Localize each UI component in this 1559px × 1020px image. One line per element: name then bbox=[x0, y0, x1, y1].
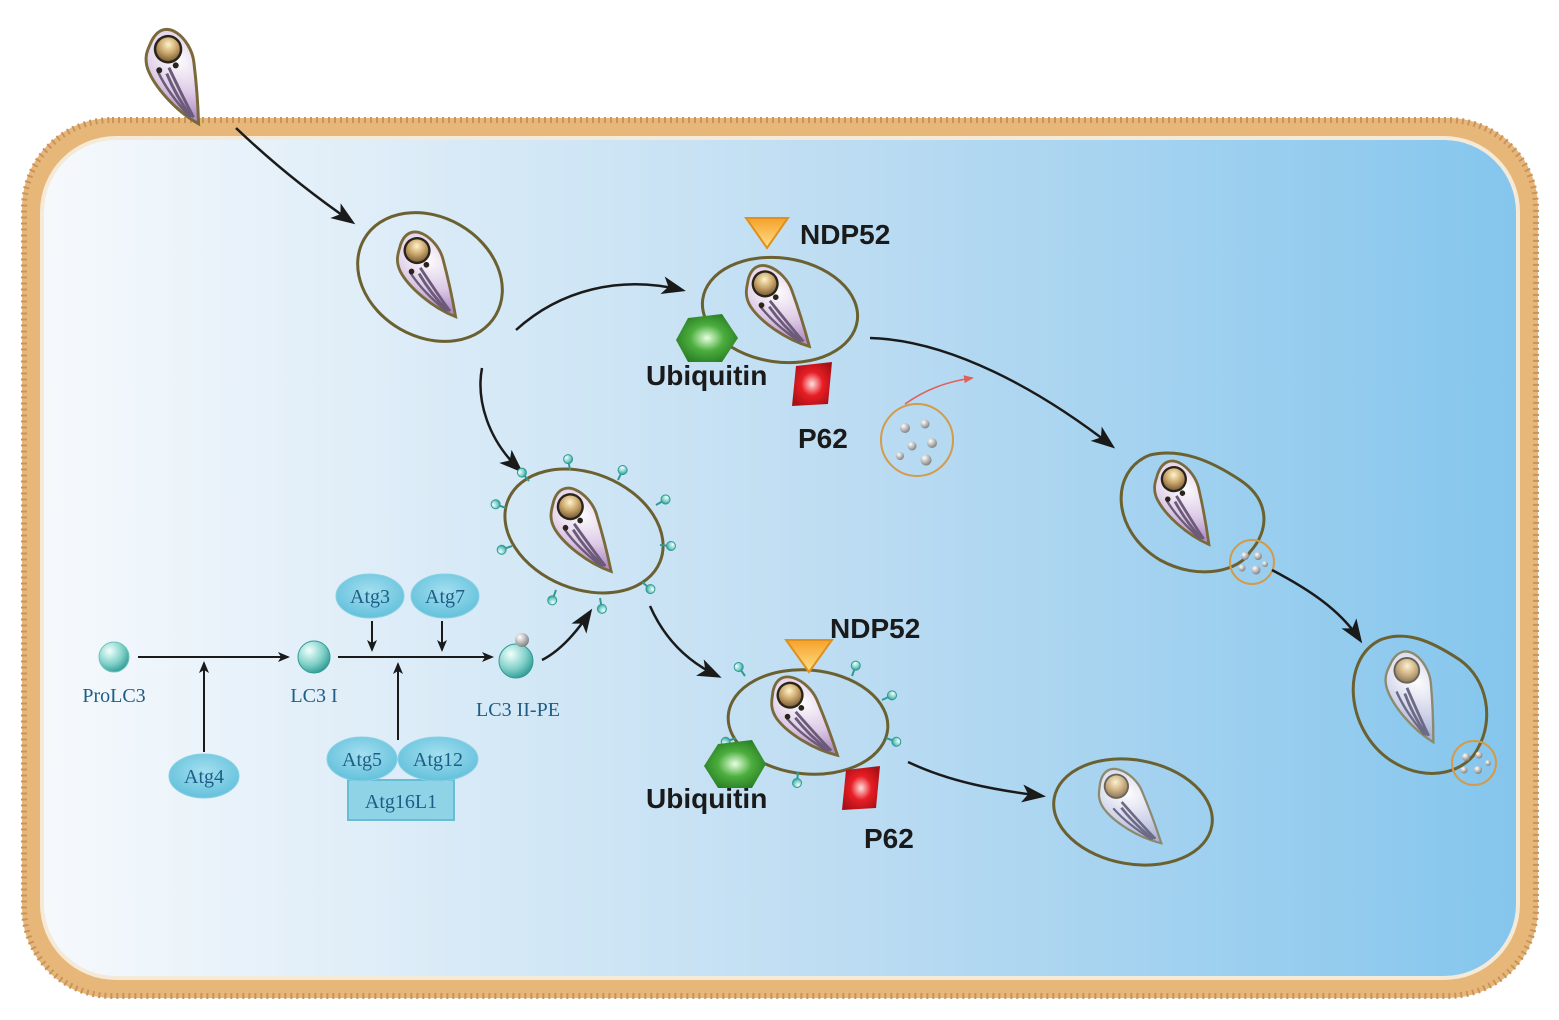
atg7-label: Atg7 bbox=[425, 586, 465, 608]
arrow-to-tagged-vacuole-lower bbox=[648, 605, 722, 678]
atg16l1-label: Atg16L1 bbox=[365, 791, 437, 813]
ndp52-label-upper: NDP52 bbox=[800, 219, 890, 250]
atg16l1-node bbox=[347, 779, 455, 821]
p62-label-lower: P62 bbox=[864, 823, 914, 854]
p62-marker-upper bbox=[792, 362, 832, 406]
atg7-node bbox=[410, 573, 480, 619]
atg3-node bbox=[335, 573, 405, 619]
lysosome bbox=[880, 403, 954, 477]
ubiquitin-label-lower: Ubiquitin bbox=[646, 783, 767, 814]
atg12-label: Atg12 bbox=[413, 749, 463, 771]
lc3ii-pe-label: LC3 II-PE bbox=[476, 699, 560, 721]
lc3ii-pe-node bbox=[498, 643, 534, 679]
p62-marker-lower bbox=[842, 766, 880, 810]
ndp52-marker-upper bbox=[744, 217, 790, 250]
atg3-label: Atg3 bbox=[350, 586, 390, 608]
atg5-node bbox=[326, 736, 398, 782]
tagged-vacuole-lower bbox=[718, 658, 904, 789]
parasitophorous-vacuole bbox=[356, 211, 504, 343]
ndp52-marker-lower bbox=[784, 639, 834, 674]
fusing-autolysosome bbox=[1119, 451, 1275, 585]
degraded-autolysosome bbox=[1351, 634, 1497, 786]
lc3ii-to-vacuole-arrow bbox=[541, 608, 593, 662]
lysosome-fusion-arrow bbox=[904, 375, 974, 405]
cleared-vacuole bbox=[1052, 757, 1214, 867]
ndp52-label-lower: NDP52 bbox=[830, 613, 920, 644]
p62-label-upper: P62 bbox=[798, 423, 848, 454]
ubiquitin-marker-lower bbox=[704, 740, 766, 788]
lc3-decorated-vacuole bbox=[488, 452, 677, 616]
arrow-to-degraded bbox=[1271, 568, 1363, 644]
atg4-label: Atg4 bbox=[184, 766, 224, 788]
pe-lipid-node bbox=[515, 633, 529, 647]
entering-parasite bbox=[126, 21, 236, 127]
atg4-node bbox=[168, 753, 240, 799]
lc3i-node bbox=[297, 640, 331, 674]
ubiquitin-label-upper: Ubiquitin bbox=[646, 360, 767, 391]
cytoplasm bbox=[44, 140, 1516, 976]
lc3-pathway: ProLC3 Atg4 LC3 I Atg3 Atg7 Atg16L1 Atg5… bbox=[82, 573, 593, 821]
arrow-to-autolysosome bbox=[869, 336, 1116, 449]
arrow-to-cleared-vacuole bbox=[907, 760, 1046, 803]
prolc3-node bbox=[98, 641, 130, 673]
atg5-label: Atg5 bbox=[342, 749, 382, 771]
prolc3-label: ProLC3 bbox=[82, 685, 145, 707]
arrow-to-lc3-vacuole bbox=[479, 367, 523, 473]
entry-arrow bbox=[235, 127, 356, 225]
tagged-vacuole-upper bbox=[700, 255, 860, 365]
lc3i-label: LC3 I bbox=[290, 685, 337, 707]
ubiquitin-marker-upper bbox=[676, 314, 738, 362]
arrow-to-tagged-vacuole bbox=[515, 276, 686, 331]
atg12-node bbox=[397, 736, 479, 782]
